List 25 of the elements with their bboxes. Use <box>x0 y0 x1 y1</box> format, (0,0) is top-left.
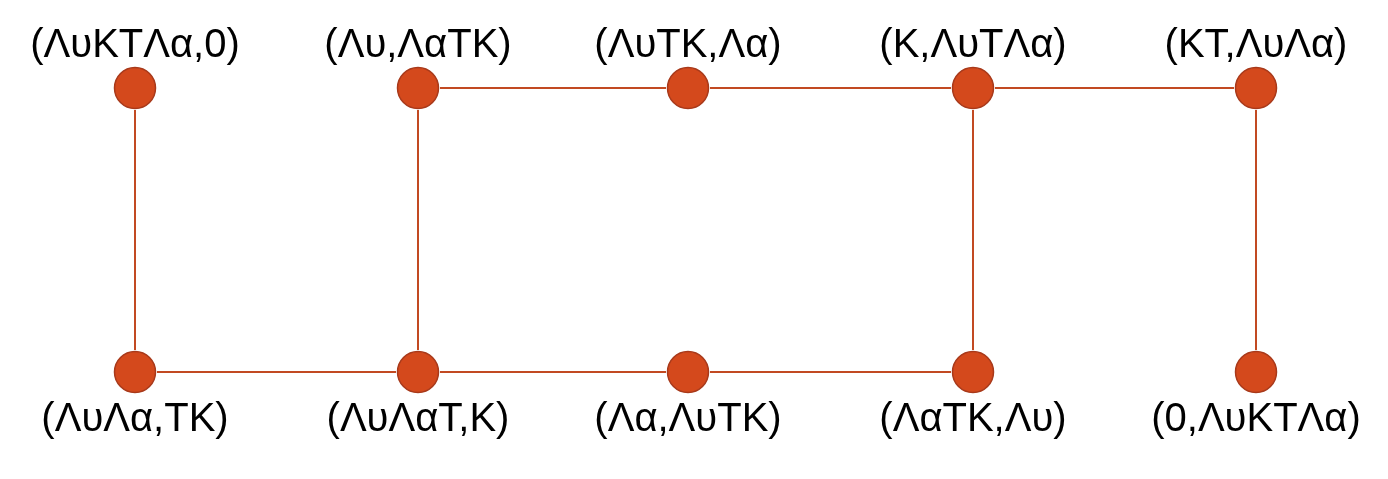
connector-line <box>439 87 667 89</box>
vertex-label: (ΛυKTΛα,0) <box>30 20 240 66</box>
vertex <box>1151 350 1361 440</box>
connector-line <box>156 371 397 373</box>
connector-line <box>972 109 974 351</box>
vertex <box>879 350 1067 440</box>
vertex <box>326 350 510 440</box>
vertex <box>41 350 229 440</box>
vertex-label: (Λυ,ΛαTK) <box>324 20 512 66</box>
connector-line <box>1255 109 1257 351</box>
vertex-label: (K,ΛυTΛα) <box>879 20 1067 66</box>
vertex-label: (Λα,ΛυTK) <box>594 394 782 440</box>
vertex-label: (KT,ΛυΛα) <box>1164 20 1348 66</box>
vertex-label: (ΛυTK,Λα) <box>594 20 782 66</box>
vertex <box>594 350 782 440</box>
connector-line <box>709 371 952 373</box>
connector-line <box>709 87 952 89</box>
connector-line <box>417 109 419 351</box>
vertex-label: (ΛυΛα,TK) <box>41 394 229 440</box>
vertex-label: (0,ΛυKTΛα) <box>1151 394 1361 440</box>
connector-line <box>994 87 1235 89</box>
connector-line <box>134 109 136 351</box>
connector-line <box>439 371 667 373</box>
vertex-label: (ΛαTK,Λυ) <box>879 394 1067 440</box>
vertex-label: (ΛυΛαT,K) <box>326 394 510 440</box>
